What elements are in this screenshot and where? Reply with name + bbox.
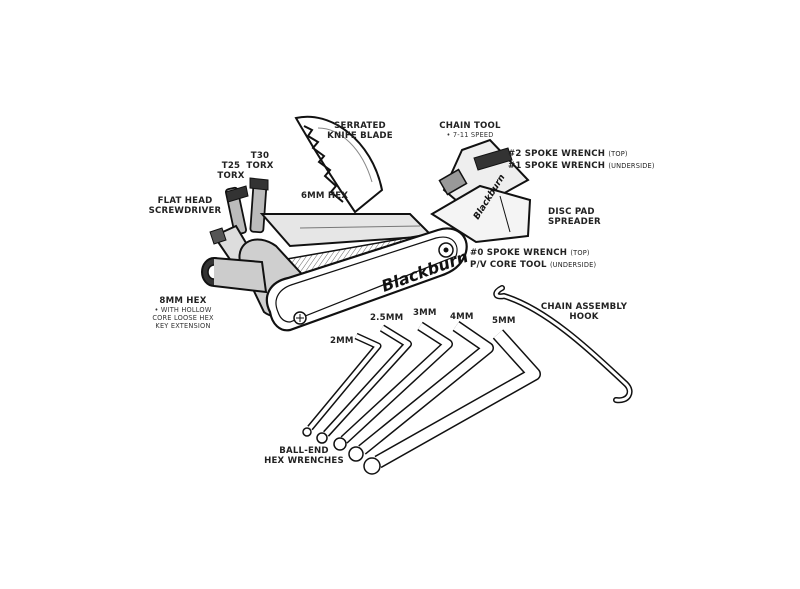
hex-3mm <box>333 321 453 451</box>
label-spoke-wrench-1: #1 SPOKE WRENCH (UNDERSIDE) <box>508 161 655 171</box>
hex-5mm <box>363 329 541 475</box>
label-5mm: 5MM <box>492 316 516 326</box>
label-spoke-wrench-0: #0 SPOKE WRENCH (TOP) <box>470 248 590 258</box>
hex-2mm <box>302 332 382 437</box>
hex-4mm <box>348 321 494 462</box>
chain-assembly-hook <box>493 285 633 404</box>
label-pv-core: P/V CORE TOOL (UNDERSIDE) <box>470 260 597 270</box>
label-6mm-hex: 6MM HEX <box>301 191 349 201</box>
hex-wrenches <box>302 321 541 475</box>
label-2-5mm: 2.5MM <box>370 313 404 323</box>
label-8mm-hex: 8MM HEX • WITH HOLLOW CORE LOOSE HEX KEY… <box>152 296 214 330</box>
label-2mm: 2MM <box>330 336 354 346</box>
chain-tool <box>430 138 532 244</box>
label-3mm: 3MM <box>413 308 437 318</box>
8mm-hex-barrel <box>201 257 268 294</box>
label-spoke-wrench-2: #2 SPOKE WRENCH (TOP) <box>508 149 628 159</box>
label-chain-tool: CHAIN TOOL • 7-11 SPEED <box>439 121 501 139</box>
hex-2-5mm <box>316 324 412 444</box>
label-4mm: 4MM <box>450 312 474 322</box>
serrated-knife-blade <box>294 115 384 214</box>
tool-body <box>238 213 468 332</box>
